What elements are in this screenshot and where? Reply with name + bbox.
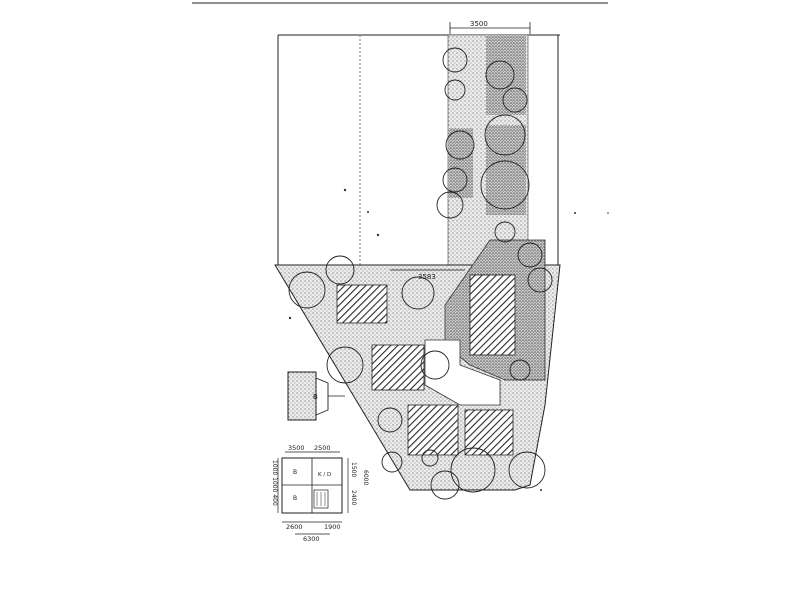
tree-circle	[381, 451, 403, 473]
tree-circle	[442, 47, 468, 73]
tree-circle	[450, 447, 496, 493]
tree-circle	[509, 359, 531, 381]
tree-circle	[326, 346, 364, 384]
key-cell-a: B	[293, 469, 297, 476]
tree-circle	[484, 114, 526, 156]
key-side-left: 1000 1000 400	[271, 460, 278, 506]
key-side-right-a: 1500	[350, 462, 357, 477]
tree-circle	[442, 167, 468, 193]
shed-label: B	[313, 393, 318, 401]
parking-bay-2	[486, 125, 526, 215]
parking-bay-3	[448, 128, 473, 198]
key-cell-b: B	[293, 495, 297, 502]
unit-key-plan: 3500 2500 B B K / D 2600 1900 6300 1000 …	[271, 444, 369, 543]
top-dimension-label: 3500	[470, 20, 488, 28]
parking-bay-1	[486, 35, 526, 115]
tree-circle	[444, 79, 466, 101]
key-side-right-b: 6000	[362, 470, 369, 485]
shed: B	[287, 371, 345, 421]
key-top-dim-b: 2500	[314, 444, 331, 452]
tree-circle	[480, 160, 530, 210]
key-bottom-dim-a: 2600	[286, 523, 303, 531]
tree-circle	[502, 87, 528, 113]
tree-circle	[485, 60, 515, 90]
key-side-right-c: 2400	[350, 490, 357, 505]
tree-circle	[508, 451, 546, 489]
mid-dimension-label: 3583	[418, 273, 436, 281]
building-block-3	[469, 274, 516, 356]
tree-circle	[288, 271, 326, 309]
tree-circle	[420, 350, 450, 380]
tree-circle	[430, 470, 460, 500]
tree-circle	[436, 191, 464, 219]
tree-circle	[325, 255, 355, 285]
building-block-1	[336, 284, 388, 324]
building-block-4	[407, 404, 459, 456]
stray-marks	[288, 188, 609, 491]
top-dimension: 3500	[449, 20, 531, 34]
tree-circle	[377, 407, 403, 433]
tree-circle	[517, 242, 543, 268]
tree-circle	[421, 449, 439, 467]
tree-circle	[527, 267, 553, 293]
key-bottom-dim-b: 1900	[324, 523, 341, 531]
mid-dimension: 3583	[390, 269, 465, 281]
tree-canopies	[288, 47, 553, 500]
tree-circle	[401, 276, 435, 310]
key-bottom-total: 6300	[303, 535, 320, 543]
key-top-dim-a: 3500	[288, 444, 305, 452]
courtyard-opening	[424, 339, 501, 406]
tree-circle	[445, 130, 475, 160]
building-block-2	[371, 344, 425, 391]
building-block-5	[464, 409, 514, 456]
tree-circle	[494, 221, 516, 243]
key-cell-c: K / D	[318, 472, 331, 478]
